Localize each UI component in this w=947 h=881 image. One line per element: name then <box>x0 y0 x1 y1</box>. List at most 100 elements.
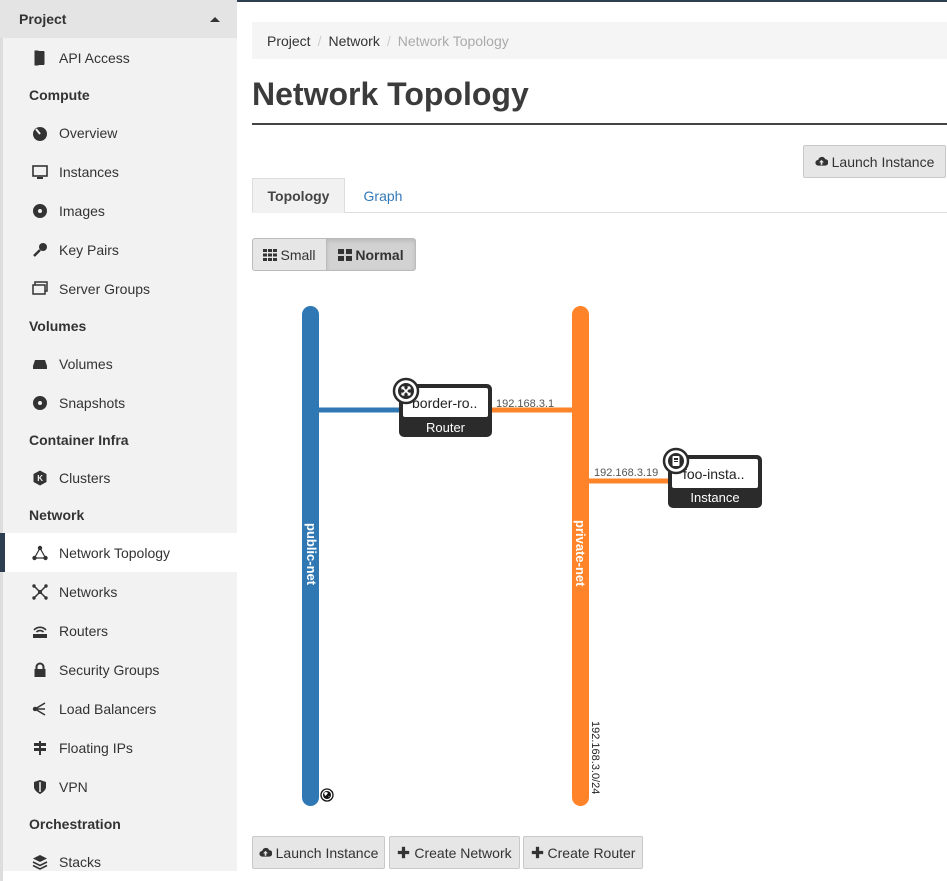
sidebar-item-label: Network Topology <box>59 544 171 561</box>
breadcrumb-separator: / <box>317 32 322 49</box>
node-body <box>403 388 488 417</box>
router-node-icon <box>392 377 420 405</box>
sidebar-item-networks[interactable]: Networks <box>3 572 237 611</box>
grid-large-icon <box>338 248 353 261</box>
cloud-upload-icon <box>259 847 272 857</box>
sidebar-item-label: Floating IPs <box>59 739 133 756</box>
sidebar-header-label: Project <box>19 11 67 27</box>
button-label: Launch Instance <box>275 844 379 861</box>
hdd-icon <box>30 355 50 373</box>
topology-icon <box>30 544 50 562</box>
grid-small-icon <box>263 248 278 261</box>
breadcrumb-project[interactable]: Project <box>267 32 311 49</box>
router-type: Router <box>426 420 466 435</box>
network-private-net[interactable]: private-net 192.168.3.0/24 <box>572 306 601 806</box>
instance-name: foo-insta.. <box>683 466 744 482</box>
topology-canvas: public-net private-net 192.168.3.0/24 19… <box>252 280 947 820</box>
sidebar-item-key-pairs[interactable]: Key Pairs <box>3 230 237 269</box>
sidebar-item-label: Stacks <box>59 853 102 870</box>
network-bar <box>302 306 319 806</box>
sidebar-item-label: API Access <box>59 49 130 66</box>
shield-icon <box>30 778 50 796</box>
sidebar-item-vpn[interactable]: VPN <box>3 767 237 806</box>
sidebar-item-load-balancers[interactable]: Load Balancers <box>3 689 237 728</box>
sidebar-item-images[interactable]: Images <box>3 191 237 230</box>
breadcrumb-current: Network Topology <box>397 32 509 49</box>
title-divider <box>252 123 947 125</box>
instance-node[interactable]: foo-insta.. Instance <box>662 447 762 508</box>
button-label: Normal <box>355 246 404 263</box>
sidebar-item-label: Key Pairs <box>59 241 119 258</box>
create-router-button[interactable]: Create Router <box>523 836 643 869</box>
sidebar-group-container-infra[interactable]: Container Infra <box>29 432 129 448</box>
sidebar-item-api-access[interactable]: API Access <box>3 38 237 77</box>
tab-topology[interactable]: Topology <box>252 178 345 213</box>
sidebar-item-network-topology[interactable]: Network Topology <box>0 533 237 572</box>
create-network-button[interactable]: Create Network <box>389 836 520 869</box>
page-title: Network Topology <box>252 76 529 112</box>
book-icon <box>30 49 50 67</box>
sidebar-item-label: Load Balancers <box>59 700 157 717</box>
sidebar-item-label: Instances <box>59 163 119 180</box>
lock-icon <box>30 661 50 679</box>
sidebar-item-security-groups[interactable]: Security Groups <box>3 650 237 689</box>
sidebar-item-label: Security Groups <box>59 661 160 678</box>
tab-graph[interactable]: Graph <box>363 187 403 204</box>
breadcrumb-separator: / <box>386 32 391 49</box>
sidebar-item-floating-ips[interactable]: Floating IPs <box>3 728 237 767</box>
key-icon <box>30 241 50 259</box>
svg-text:K: K <box>37 474 43 483</box>
instance-node-icon <box>662 447 690 475</box>
sidebar-group-orchestration[interactable]: Orchestration <box>29 816 121 832</box>
router-node[interactable]: border-ro.. Router <box>392 377 492 437</box>
launch-instance-button-top[interactable]: Launch Instance <box>803 145 946 178</box>
sidebar-item-label: Images <box>59 202 105 219</box>
dashboard-icon <box>30 124 50 142</box>
router-name: border-ro.. <box>412 395 477 411</box>
sidebar-item-server-groups[interactable]: Server Groups <box>3 269 237 308</box>
sidebar-group-volumes[interactable]: Volumes <box>29 318 87 334</box>
normal-size-button[interactable]: Normal <box>327 238 416 271</box>
breadcrumb-network[interactable]: Network <box>328 32 380 49</box>
server-groups-icon <box>30 280 50 298</box>
sidebar-item-label: Snapshots <box>59 394 126 411</box>
signpost-icon <box>30 739 50 757</box>
button-label: Create Router <box>547 844 636 861</box>
top-border <box>0 0 947 2</box>
caret-up-icon <box>210 17 220 22</box>
view-tabs: Topology Graph <box>252 178 947 213</box>
sidebar-item-snapshots[interactable]: Snapshots <box>3 383 237 422</box>
stack-icon <box>30 853 50 871</box>
kubernetes-icon: K <box>30 469 50 487</box>
sidebar: Project API Access Compute Overview Inst… <box>0 0 237 881</box>
plus-icon <box>531 846 543 859</box>
sidebar-group-network[interactable]: Network <box>29 507 85 523</box>
sidebar-item-label: VPN <box>59 778 88 795</box>
sidebar-item-label: Networks <box>59 583 118 600</box>
sidebar-item-overview[interactable]: Overview <box>3 113 237 152</box>
button-label: Create Network <box>414 844 512 861</box>
network-cidr-private: 192.168.3.0/24 <box>589 721 601 794</box>
sidebar-item-stacks[interactable]: Stacks <box>3 842 237 881</box>
router-icon <box>30 622 50 640</box>
launch-instance-button[interactable]: Launch Instance <box>252 836 385 869</box>
globe-icon <box>320 788 334 802</box>
disc-icon <box>30 202 50 220</box>
sidebar-project-header[interactable]: Project <box>0 0 237 38</box>
instance-type: Instance <box>690 490 739 505</box>
button-label: Small <box>280 246 316 263</box>
plus-icon <box>398 846 410 859</box>
sidebar-item-instances[interactable]: Instances <box>3 152 237 191</box>
network-name-private: private-net <box>573 520 588 587</box>
sidebar-item-routers[interactable]: Routers <box>3 611 237 650</box>
instance-ip-label: 192.168.3.19 <box>594 467 658 479</box>
snapshot-icon <box>30 394 50 412</box>
main-content: Project / Network / Network Topology Net… <box>252 0 947 871</box>
sidebar-item-volumes[interactable]: Volumes <box>3 344 237 383</box>
sidebar-group-compute[interactable]: Compute <box>29 87 90 103</box>
small-size-button[interactable]: Small <box>252 238 327 271</box>
sidebar-item-clusters[interactable]: K Clusters <box>3 458 237 497</box>
network-name-public: public-net <box>304 523 319 586</box>
network-bar <box>572 306 589 806</box>
network-public-net[interactable]: public-net <box>302 306 319 806</box>
